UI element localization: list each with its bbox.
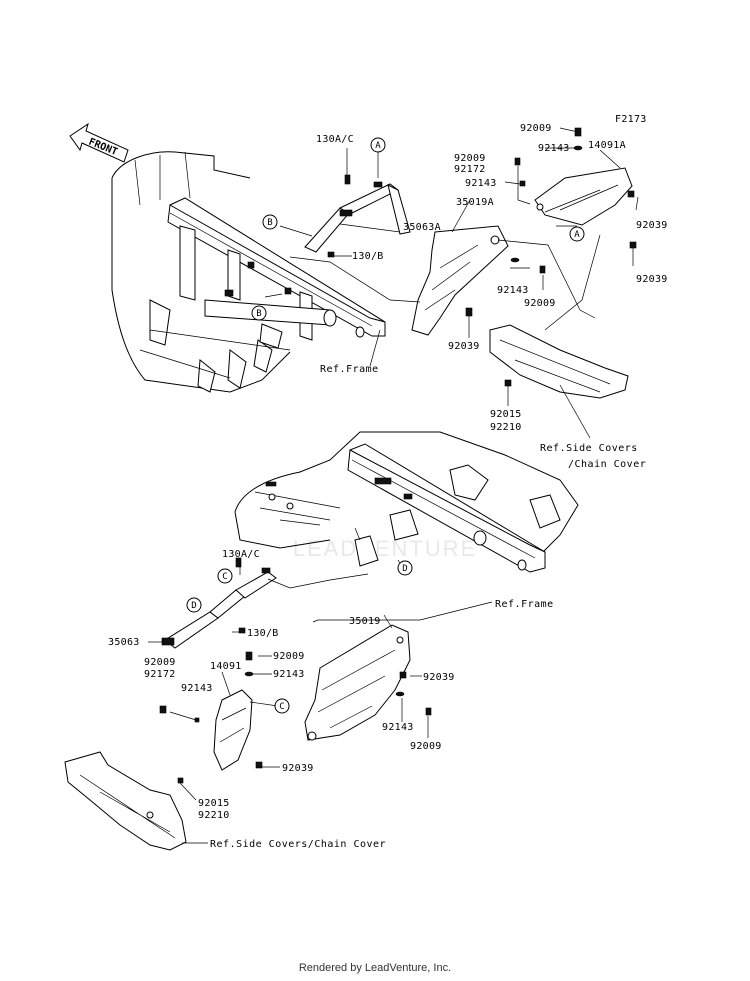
callout-B2: B: [251, 305, 267, 321]
callout-C2: C: [274, 698, 290, 714]
label-35019: 35019: [349, 616, 381, 627]
callout-B1: B: [262, 214, 278, 230]
label-92143-bottom-c: 92143: [382, 722, 414, 733]
top-leader-lines: [264, 127, 639, 439]
label-92039-bottom-a: 92039: [423, 672, 455, 683]
credit-footer: Rendered by LeadVenture, Inc.: [298, 962, 452, 974]
label-92039-bottom-b: 92039: [282, 763, 314, 774]
label-35063: 35063: [108, 637, 140, 648]
label-35019a: 35019A: [456, 197, 494, 208]
callout-A1: A: [370, 137, 386, 153]
callout-C1: C: [217, 568, 233, 584]
svg-text:D: D: [191, 601, 196, 611]
label-14091a: 14091A: [588, 140, 626, 151]
figure-id: F2173: [615, 114, 647, 125]
label-92009-top-c: 92009: [524, 298, 556, 309]
svg-text:B: B: [267, 218, 272, 228]
label-130ac-bottom: 130A/C: [222, 549, 260, 560]
callout-D1: D: [186, 597, 202, 613]
label-92009-top-b: 92009: [454, 153, 486, 164]
cover-14091: [213, 689, 253, 771]
watermark-text: LEADVENTURE: [293, 536, 478, 561]
label-92210-top: 92210: [490, 422, 522, 433]
callout-A2: A: [569, 226, 585, 242]
label-92009-top-a: 92009: [520, 123, 552, 134]
label-ref-side-bottom: Ref.Side Covers/Chain Cover: [210, 839, 386, 850]
label-92039-top-b: 92039: [636, 274, 668, 285]
label-92143-bottom-a: 92143: [273, 669, 305, 680]
label-ref-side-top-2: /Chain Cover: [568, 459, 646, 470]
label-92009-bottom-b: 92009: [273, 651, 305, 662]
label-ref-frame-bottom: Ref.Frame: [495, 599, 554, 610]
cover-35019: [304, 624, 411, 741]
label-92172-top: 92172: [454, 164, 486, 175]
label-92143-top-a: 92143: [538, 143, 570, 154]
label-92009-bottom-c: 92009: [410, 741, 442, 752]
side-cover-piece-top: [489, 324, 629, 399]
front-direction-arrow: FRONT: [69, 122, 129, 163]
bottom-bolts: [235, 557, 246, 634]
top-bolts: [327, 174, 351, 258]
label-92039-top-c: 92039: [448, 341, 480, 352]
svg-text:A: A: [574, 230, 580, 240]
label-92143-top-b: 92143: [465, 178, 497, 189]
cover-35019A: [411, 225, 509, 336]
label-92039-top-a: 92039: [636, 220, 668, 231]
label-92172-bottom: 92172: [144, 669, 176, 680]
top-fasteners: [465, 127, 637, 317]
label-14091: 14091: [210, 661, 242, 672]
label-35063a: 35063A: [403, 222, 441, 233]
cover-14091A: [534, 167, 633, 226]
label-130b-top: 130/B: [352, 251, 384, 262]
label-130b-bottom: 130/B: [247, 628, 279, 639]
svg-text:D: D: [402, 564, 407, 574]
svg-text:C: C: [279, 702, 284, 712]
label-92143-top-c: 92143: [497, 285, 529, 296]
bottom-fasteners: [159, 651, 432, 784]
svg-text:A: A: [375, 141, 381, 151]
top-frame-assembly: [111, 151, 386, 393]
label-92143-bottom-b: 92143: [181, 683, 213, 694]
callout-D2: D: [397, 560, 413, 576]
label-92015-bottom: 92015: [198, 798, 230, 809]
label-ref-frame-top: Ref.Frame: [320, 364, 379, 375]
svg-text:C: C: [222, 572, 227, 582]
bottom-frame-assembly: [234, 431, 579, 573]
label-92009-bottom-a: 92009: [144, 657, 176, 668]
svg-text:B: B: [256, 309, 261, 319]
label-92015-top: 92015: [490, 409, 522, 420]
bracket-35063A: [304, 181, 411, 253]
label-ref-side-top-1: Ref.Side Covers: [540, 443, 638, 454]
bracket-35063: [161, 567, 277, 649]
label-92210-bottom: 92210: [198, 810, 230, 821]
side-cover-piece-bottom: [64, 751, 187, 851]
label-130ac-top: 130A/C: [316, 134, 354, 145]
